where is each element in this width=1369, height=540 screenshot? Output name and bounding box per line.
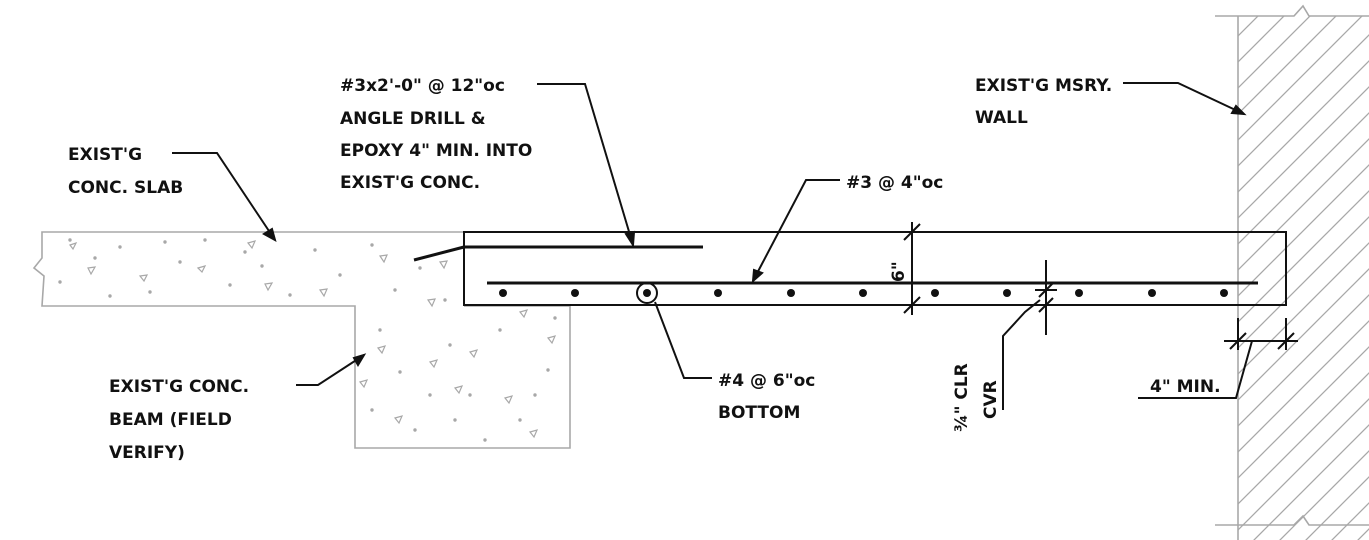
dowel-leader bbox=[537, 83, 634, 246]
existing-masonry-wall bbox=[1215, 4, 1369, 540]
wall-label-line2: WALL bbox=[975, 108, 1028, 128]
new-concrete-slab bbox=[413, 231, 1287, 306]
beam-label-line2: BEAM (FIELD bbox=[109, 410, 232, 430]
bar-dot bbox=[1220, 289, 1228, 297]
slab-leader-arrow bbox=[262, 227, 277, 243]
wall-outline bbox=[1215, 4, 1369, 17]
bottom-bar-label-line2: BOTTOM bbox=[718, 403, 800, 423]
bar-dot bbox=[1003, 289, 1011, 297]
thickness-label: 6" bbox=[889, 261, 909, 282]
cover-dimension bbox=[1002, 260, 1057, 410]
bar-dot bbox=[859, 289, 867, 297]
dowel-label-line4: EXIST'G CONC. bbox=[340, 173, 480, 193]
concrete-stipple bbox=[58, 238, 557, 442]
beam-label-line1: EXIST'G CONC. bbox=[109, 377, 249, 397]
thickness-dimension bbox=[903, 222, 921, 315]
dowel-bar-embedded bbox=[413, 245, 465, 262]
highlighted-bottom-bar-circle bbox=[636, 282, 658, 304]
bar-dot bbox=[1148, 289, 1156, 297]
dowel-label-line2: ANGLE DRILL & bbox=[340, 109, 486, 129]
leaders bbox=[172, 82, 1247, 386]
new-slab-outline bbox=[463, 231, 1287, 306]
bar-dot bbox=[499, 289, 507, 297]
slab-label-line2: CONC. SLAB bbox=[68, 178, 183, 198]
bar-dot bbox=[714, 289, 722, 297]
bearing-dimension bbox=[1138, 318, 1298, 399]
beam-label-line3: VERIFY) bbox=[109, 443, 185, 463]
bar-dot bbox=[571, 289, 579, 297]
wall-leader bbox=[1123, 82, 1245, 115]
wall-leader-arrow bbox=[1230, 104, 1247, 116]
bottom-bar-dots bbox=[499, 289, 1228, 297]
beam-leader-arrow bbox=[352, 353, 367, 367]
dowel-label-line3: EPOXY 4" MIN. INTO bbox=[340, 141, 532, 161]
wall-bottom-break bbox=[1215, 514, 1369, 526]
dowel-leader-arrow bbox=[624, 230, 636, 249]
bottom-bar-leader bbox=[654, 301, 712, 379]
cover-label-line1: ¾" CLR bbox=[952, 363, 972, 432]
bar-dot bbox=[643, 289, 651, 297]
existing-concrete bbox=[32, 231, 571, 449]
top-bar-leader bbox=[752, 179, 840, 282]
beam-leader bbox=[296, 354, 365, 386]
annotation-labels: EXIST'G CONC. SLAB #3x2'-0" @ 12"oc ANGL… bbox=[68, 76, 1221, 463]
cover-label-line2: CVR bbox=[981, 380, 1001, 419]
bar-dot bbox=[1075, 289, 1083, 297]
bar-dot bbox=[931, 289, 939, 297]
dowel-label-line1: #3x2'-0" @ 12"oc bbox=[340, 76, 505, 96]
concrete-aggregate bbox=[69, 240, 557, 439]
existing-slab-beam-outline bbox=[32, 231, 571, 449]
wall-label-line1: EXIST'G MSRY. bbox=[975, 76, 1112, 96]
top-bar-leader-arrow bbox=[751, 268, 764, 284]
wall-hatch bbox=[1238, 16, 1369, 540]
bottom-bar-label-line1: #4 @ 6"oc bbox=[718, 371, 815, 391]
bearing-label: 4" MIN. bbox=[1150, 377, 1221, 397]
slab-leader bbox=[172, 152, 276, 241]
slab-label-line1: EXIST'G bbox=[68, 145, 142, 165]
top-bar-label: #3 @ 4"oc bbox=[846, 173, 943, 193]
bar-dot bbox=[787, 289, 795, 297]
